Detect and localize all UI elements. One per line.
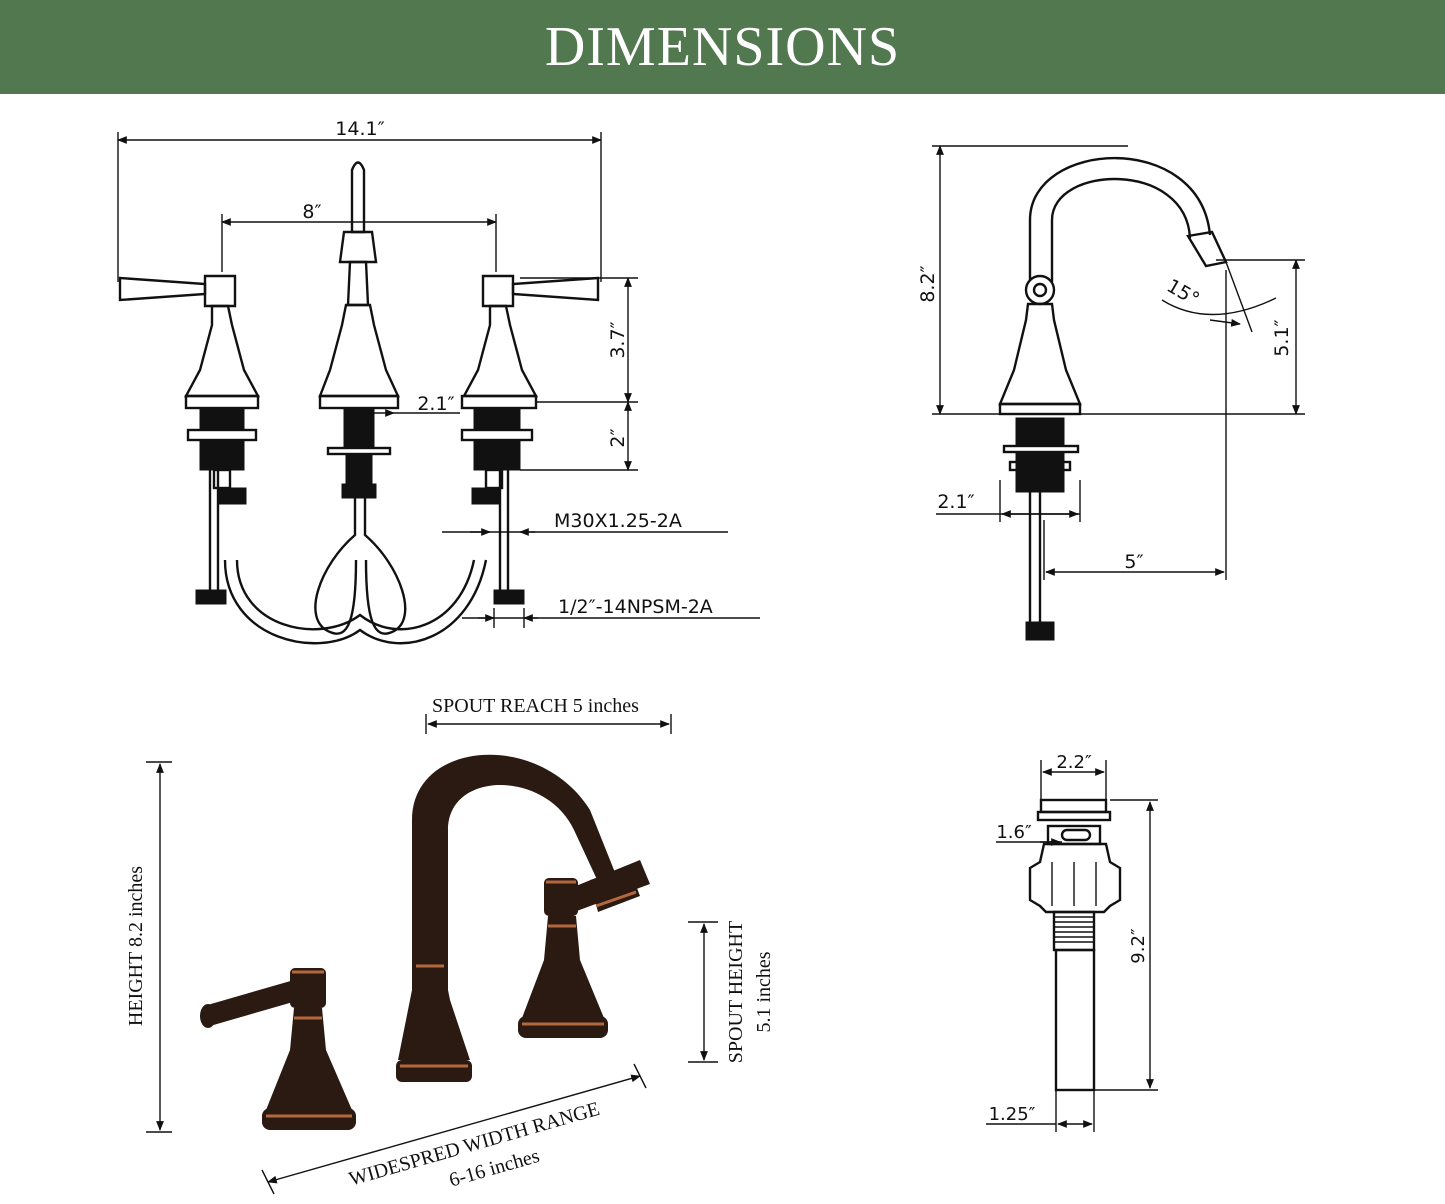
dim-cap-diameter: 2.2″: [1056, 752, 1092, 773]
dim-spout-reach: 5″: [1124, 551, 1143, 573]
spout-height-value: 5.1 inches: [753, 951, 775, 1032]
dim-cap-height: 1.6″: [996, 822, 1032, 843]
dim-thread-inlet: 1/2″-14NPSM-2A: [558, 596, 713, 618]
front-view-drawing: [117, 132, 760, 645]
dim-handle-height: 3.7″: [607, 321, 629, 358]
dim-thread-shank: M30X1.25-2A: [554, 510, 682, 532]
spout-reach-label: SPOUT REACH 5 inches: [432, 695, 639, 717]
side-view-drawing: [932, 145, 1305, 641]
spout-height-label: SPOUT HEIGHT: [725, 921, 747, 1063]
faucet-illustration: [146, 714, 718, 1195]
dim-front-base: 2.1″: [417, 393, 454, 415]
dim-side-base: 2.1″: [937, 491, 974, 513]
header-banner: [0, 0, 1445, 94]
dim-spout-angle: 15°: [1163, 275, 1203, 311]
page-title: DIMENSIONS: [544, 16, 901, 78]
height-label: HEIGHT 8.2 inches: [125, 866, 147, 1026]
dim-drain-length: 9.2″: [1128, 928, 1149, 964]
dim-shank-length: 2″: [607, 428, 629, 447]
dim-spout-height: 5.1″: [1271, 319, 1293, 356]
dim-total-height: 8.2″: [917, 265, 939, 302]
drain-drawing: [986, 760, 1158, 1132]
dim-overall-width: 14.1″: [335, 118, 384, 140]
dim-handle-spacing: 8″: [302, 201, 321, 223]
dim-pipe-diameter: 1.25″: [989, 1104, 1036, 1125]
